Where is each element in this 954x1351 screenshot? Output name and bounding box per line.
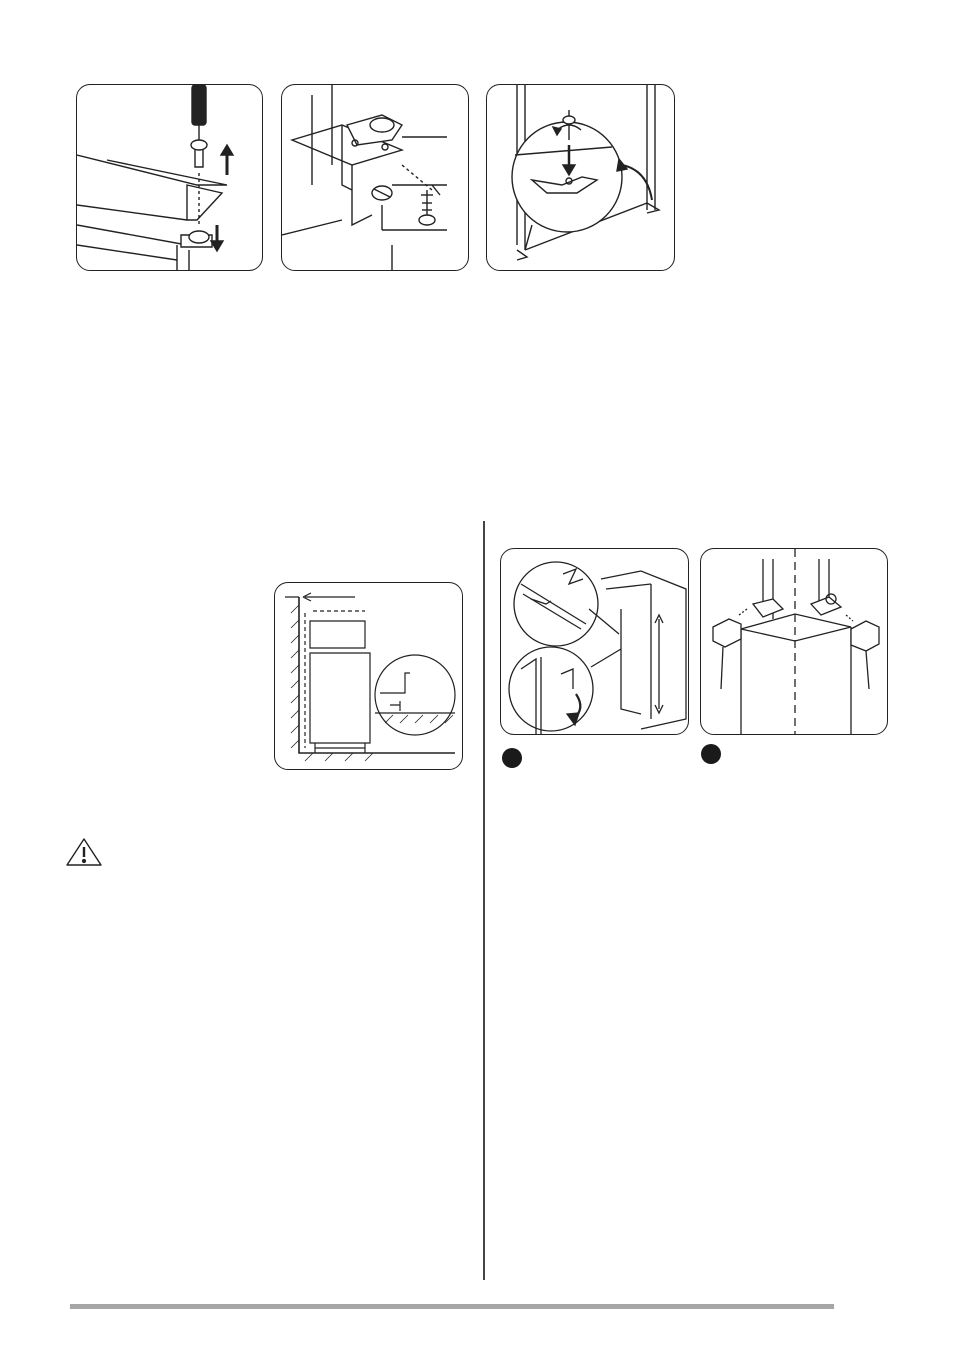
column-divider [483, 521, 485, 1280]
figure-hinge-cover-caps [700, 548, 888, 735]
step-marker-b [701, 744, 721, 764]
warning-icon [64, 836, 104, 873]
figure-hinge-bracket-screws [281, 84, 469, 271]
figure-hinge-screw-removal [76, 84, 263, 271]
figure-installation-clearance [274, 582, 463, 770]
figure-door-seal-adjustment [500, 548, 689, 735]
step-marker-a [502, 748, 522, 768]
figure-door-hinge-mounting [486, 84, 675, 271]
footer-rule [70, 1304, 834, 1309]
